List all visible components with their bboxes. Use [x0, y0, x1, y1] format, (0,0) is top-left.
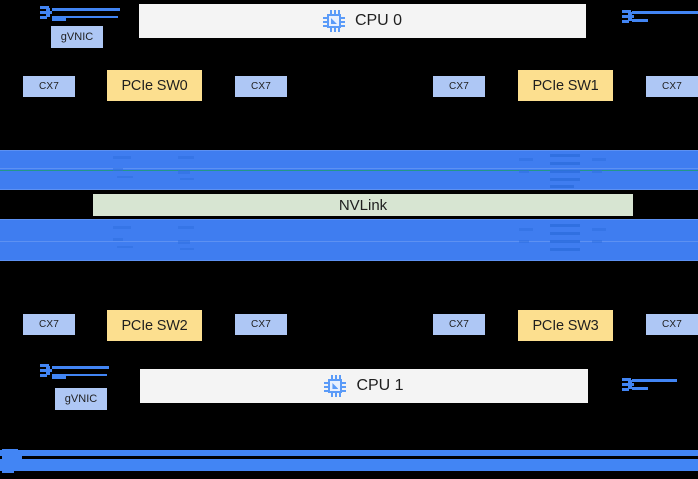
gpu-band-upper-seam-mid [0, 168, 698, 169]
gpu-glyph-upper-a [113, 152, 143, 188]
cpu-chip-icon-0 [322, 10, 345, 32]
cx7-label-0: CX7 [38, 81, 60, 92]
cx7-box-5[interactable]: CX7 [235, 314, 287, 335]
connector-gvnic1-bottom [52, 366, 109, 369]
cpu-chip-icon-1 [324, 375, 347, 397]
cx7-box-6[interactable]: CX7 [433, 314, 485, 335]
pcie-switch-box-3[interactable]: PCIe SW3 [518, 310, 613, 341]
gpu-band-lower-seam-bottom [0, 260, 698, 261]
connector-nic-top-right [632, 11, 698, 14]
gpu-glyph-upper-b [178, 152, 206, 188]
gpu-band-upper-seam-top [0, 150, 698, 151]
connector-gvnic0-top-underline [52, 16, 118, 18]
cx7-box-3[interactable]: CX7 [646, 76, 698, 97]
pcie-switch-label-2: PCIe SW2 [121, 317, 188, 334]
network-bus-icon [2, 449, 28, 475]
network-bus-bar-top [0, 450, 698, 456]
pcie-switch-box-0[interactable]: PCIe SW0 [107, 70, 202, 101]
connector-gvnic1-bottom-underline [52, 374, 107, 376]
pcie-switch-label-0: PCIe SW0 [121, 77, 188, 94]
connector-nic-top-right-stub [632, 19, 648, 22]
pcie-switch-label-1: PCIe SW1 [532, 77, 599, 94]
gpu-glyph-lower-e [592, 222, 618, 258]
network-nic-icon-bottom-left [40, 364, 56, 378]
gpu-glyph-lower-c [519, 222, 547, 258]
network-bus-bar-main [0, 459, 698, 471]
cpu-box-0[interactable]: CPU 0 [139, 4, 586, 38]
cx7-box-0[interactable]: CX7 [23, 76, 75, 97]
gpu-glyph-lower-b [178, 222, 206, 258]
cx7-label-5: CX7 [250, 319, 272, 330]
gpu-glyph-upper-e [592, 152, 618, 188]
cx7-box-2[interactable]: CX7 [433, 76, 485, 97]
gpu-glyph-lower-d [548, 220, 584, 260]
gpu-band-lower-seam-mid [0, 241, 698, 242]
connector-gvnic1-bottom-stub [52, 376, 66, 379]
connector-nic-bottom-right [632, 379, 677, 382]
cpu-label-0: CPU 0 [354, 12, 403, 29]
cx7-label-4: CX7 [38, 319, 60, 330]
gvnic-box-0[interactable]: gVNIC [51, 26, 103, 48]
gpu-band-upper-seam-bottom [0, 189, 698, 190]
network-nic-icon-top-left [40, 6, 56, 20]
gvnic-box-1[interactable]: gVNIC [55, 388, 107, 410]
network-nic-icon-bottom-right [622, 378, 638, 392]
cpu-box-1[interactable]: CPU 1 [140, 369, 588, 403]
cx7-label-1: CX7 [250, 81, 272, 92]
gvnic-label-0: gVNIC [60, 31, 94, 43]
connector-gvnic0-top [52, 8, 120, 11]
gvnic-label-1: gVNIC [64, 393, 98, 405]
gpu-glyph-upper-c [519, 152, 547, 188]
connector-nic-bottom-right-stub [632, 387, 648, 390]
nvlink-label: NVLink [338, 196, 388, 214]
pcie-switch-box-2[interactable]: PCIe SW2 [107, 310, 202, 341]
pcie-switch-box-1[interactable]: PCIe SW1 [518, 70, 613, 101]
connector-gvnic0-top-stub [52, 18, 66, 21]
cx7-label-6: CX7 [448, 319, 470, 330]
cx7-box-7[interactable]: CX7 [646, 314, 698, 335]
nvlink-box[interactable]: NVLink [93, 194, 633, 216]
network-nic-icon-top-right [622, 10, 638, 24]
cx7-box-1[interactable]: CX7 [235, 76, 287, 97]
cx7-label-3: CX7 [661, 81, 683, 92]
cpu-label-1: CPU 1 [356, 377, 404, 394]
cx7-label-7: CX7 [661, 319, 683, 330]
pcie-switch-label-3: PCIe SW3 [532, 317, 599, 334]
cx7-box-4[interactable]: CX7 [23, 314, 75, 335]
gpu-glyph-upper-d [548, 150, 584, 190]
gpu-glyph-lower-a [113, 222, 143, 258]
gpu-band-lower-seam-top [0, 219, 698, 220]
cx7-label-2: CX7 [448, 81, 470, 92]
